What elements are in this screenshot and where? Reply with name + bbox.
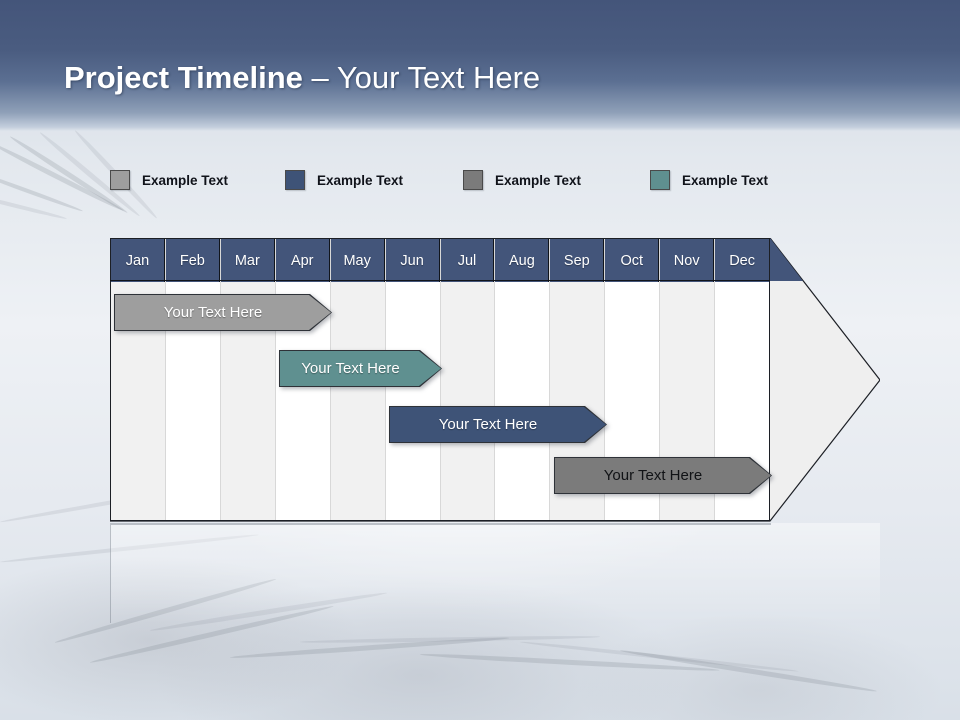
month-column-jun[interactable]: Jun	[385, 239, 441, 520]
task-bar-fill	[280, 351, 441, 386]
task-bar-fill	[390, 407, 606, 442]
month-column-feb[interactable]: Feb	[165, 239, 221, 520]
legend-item[interactable]: Example Text	[285, 168, 403, 192]
month-header-jul[interactable]: Jul	[440, 239, 495, 282]
task-bar-label: Your Text Here	[301, 360, 400, 377]
legend-swatch	[463, 170, 483, 190]
task-bar-label: Your Text Here	[163, 304, 263, 321]
legend-swatch	[650, 170, 670, 190]
legend-label: Example Text	[142, 172, 229, 188]
month-column-dec[interactable]: Dec	[715, 239, 770, 520]
task-bar[interactable]: Your Text Here	[114, 294, 332, 331]
task-bar[interactable]: Your Text Here	[279, 350, 442, 387]
month-header-may[interactable]: May	[330, 239, 385, 282]
legend-item[interactable]: Example Text	[110, 168, 228, 192]
legend-label: Example Text	[495, 172, 582, 188]
task-bar-fill	[115, 295, 331, 330]
legend-item[interactable]: Example Text	[650, 168, 768, 192]
month-header-oct[interactable]: Oct	[605, 239, 660, 282]
month-header-jan[interactable]: Jan	[111, 239, 165, 282]
month-header-apr[interactable]: Apr	[275, 239, 330, 282]
month-header-feb[interactable]: Feb	[165, 239, 220, 282]
task-bar[interactable]: Your Text Here	[554, 457, 772, 494]
month-header-sep[interactable]: Sep	[550, 239, 605, 282]
month-column-oct[interactable]: Oct	[605, 239, 661, 520]
month-header-jun[interactable]: Jun	[385, 239, 440, 282]
legend: Example Text Example Text Example Text Exam…	[110, 168, 830, 192]
task-bar[interactable]: Your Text Here	[389, 406, 607, 443]
month-column-aug[interactable]: Aug	[495, 239, 551, 520]
task-bar-label: Your Text Here	[438, 416, 538, 433]
month-header-nov[interactable]: Nov	[660, 239, 715, 282]
task-bar-label: Your Text Here	[603, 467, 703, 484]
header-gradient-band	[0, 0, 960, 131]
month-header-aug[interactable]: Aug	[495, 239, 550, 282]
legend-label: Example Text	[317, 172, 404, 188]
month-column-jan[interactable]: Jan	[111, 239, 166, 520]
legend-swatch	[285, 170, 305, 190]
month-column-apr[interactable]: Apr	[275, 239, 331, 520]
title-rest-part: – Your Text Here	[302, 60, 541, 95]
month-header-mar[interactable]: Mar	[220, 239, 275, 282]
legend-swatch	[110, 170, 130, 190]
title-bold-part: Project Timeline	[64, 60, 303, 95]
legend-item[interactable]: Example Text	[463, 168, 581, 192]
month-column-jul[interactable]: Jul	[440, 239, 496, 520]
legend-label: Example Text	[682, 172, 769, 188]
month-column-mar[interactable]: Mar	[220, 239, 276, 520]
task-bar-fill	[555, 458, 771, 493]
month-header-dec[interactable]: Dec	[715, 239, 770, 282]
page-title: Project Timeline – Your Text Here	[64, 60, 540, 96]
